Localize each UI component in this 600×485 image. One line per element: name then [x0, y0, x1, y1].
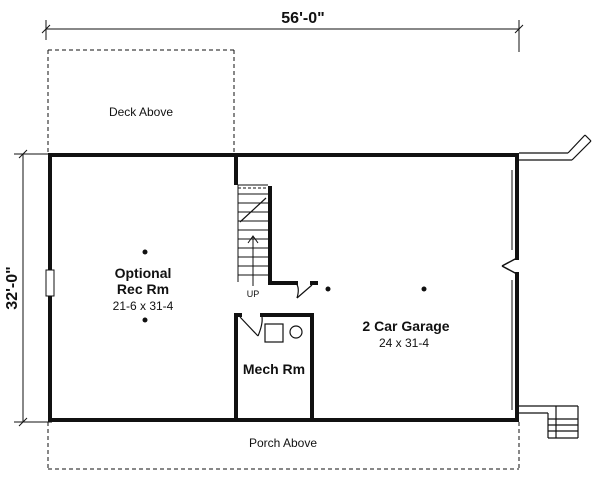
stair-up-label: UP	[247, 289, 260, 299]
garage-name: 2 Car Garage	[362, 318, 449, 334]
rec-room-name-line2: Rec Rm	[117, 281, 169, 297]
furnace	[289, 325, 303, 339]
interior-walls	[234, 153, 318, 422]
deck-outline	[47, 49, 235, 154]
water-heater	[264, 323, 284, 343]
light-dot	[142, 317, 148, 323]
width-dimension: 56'-0"	[281, 10, 324, 27]
light-dot	[325, 286, 331, 292]
garage-size: 24 x 31-4	[379, 336, 429, 350]
mech-door	[239, 316, 263, 337]
light-dot	[142, 249, 148, 255]
rec-room-name-line1: Optional	[115, 265, 172, 281]
stair-door	[295, 282, 313, 299]
width-dimension-line	[41, 20, 524, 52]
light-dot	[421, 286, 427, 292]
side-door	[501, 257, 518, 275]
exterior-stairs	[519, 405, 579, 439]
porch-label: Porch Above	[249, 436, 317, 450]
deck-label: Deck Above	[109, 105, 173, 119]
mech-room-name: Mech Rm	[243, 361, 305, 377]
ceiling-lights	[142, 249, 427, 323]
depth-dimension: 32'-0"	[4, 266, 21, 309]
window	[45, 269, 55, 297]
exterior-ramp	[519, 134, 592, 161]
porch-outline	[47, 422, 520, 470]
depth-dimension-line	[14, 149, 52, 427]
rec-room-size: 21-6 x 31-4	[113, 299, 174, 313]
stairway	[237, 184, 268, 286]
